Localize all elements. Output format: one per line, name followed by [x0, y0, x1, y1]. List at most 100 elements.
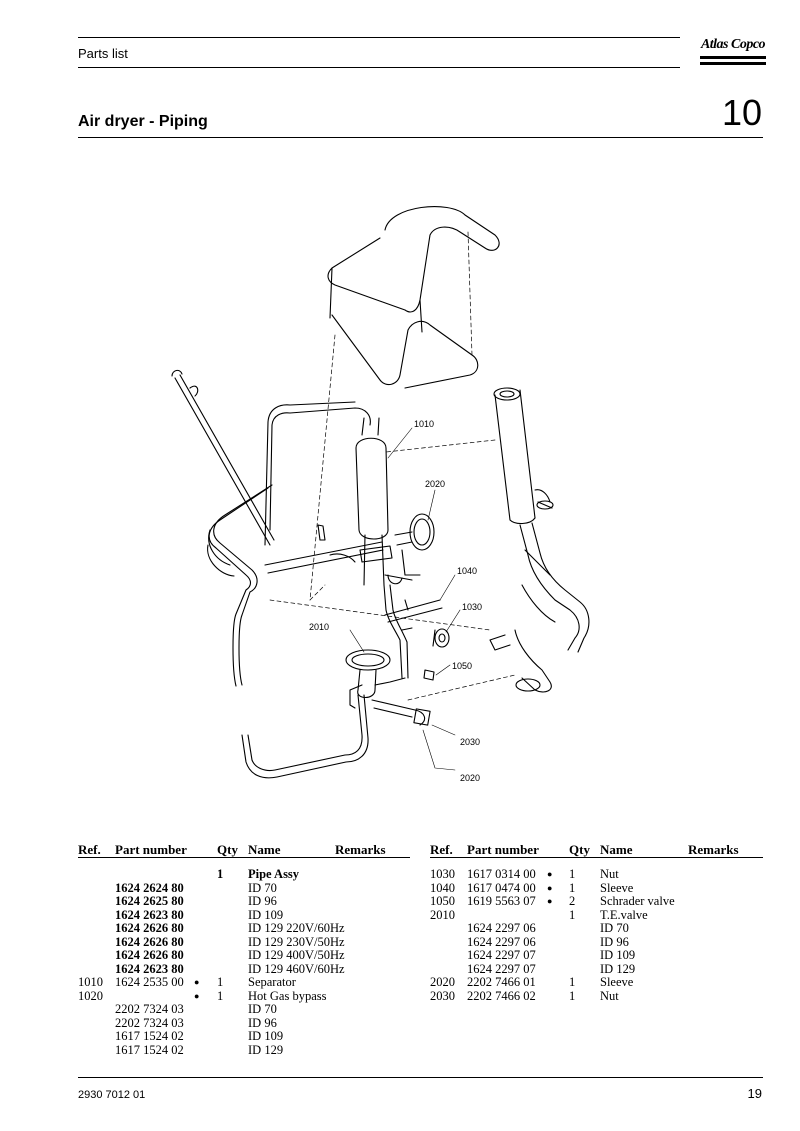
callout-1050: 1050 [452, 661, 472, 671]
left-header-name: Name [248, 842, 281, 857]
name-cell: ID 129 [248, 1042, 284, 1057]
name-cell: Nut [600, 988, 619, 1003]
logo-text: Atlas Copco [700, 37, 766, 52]
name-cell: Schrader valve [600, 894, 675, 908]
callout-2030: 2030 [460, 737, 480, 747]
part-number-cell: 2202 7466 02 [467, 988, 536, 1003]
qty-cell: 1 [217, 975, 224, 989]
name-cell: ID 129 230V/50Hz [248, 934, 345, 949]
part-number-cell: 1624 2626 80 [115, 934, 184, 949]
left-header-qty: Qty [217, 842, 238, 857]
part-number-cell: 1624 2297 07 [467, 961, 536, 976]
page-number: 19 [747, 1086, 762, 1101]
left-header-part-number: Part number [115, 842, 187, 857]
part-number-cell: 1617 1524 02 [115, 1029, 184, 1043]
qty-cell: 1 [569, 975, 576, 989]
name-cell: ID 129 460V/60Hz [248, 961, 345, 976]
callout-1030: 1030 [462, 602, 482, 612]
name-cell: ID 96 [600, 934, 629, 949]
ref-cell: 1030 [430, 867, 455, 881]
bullet-cell: ● [194, 990, 200, 1001]
part-number-cell: 1624 2625 80 [115, 894, 184, 908]
part-number-cell: 1624 2535 00 [115, 975, 184, 989]
callout-1040: 1040 [457, 566, 477, 576]
part-number-cell: 1619 5563 07 [467, 894, 536, 908]
title-rule [78, 137, 763, 138]
left-header-ref: Ref. [78, 842, 101, 857]
name-cell: Sleeve [600, 880, 634, 895]
document-number: 2930 7012 01 [78, 1089, 146, 1101]
part-number-cell: 1624 2297 07 [467, 948, 536, 962]
bullet-cell: ● [547, 869, 553, 879]
part-number-cell: 1624 2297 06 [467, 921, 536, 935]
left-header-rule [78, 857, 410, 858]
part-number-cell: 1624 2626 80 [115, 921, 184, 935]
ref-cell: 1040 [430, 880, 455, 895]
ref-cell: 2010 [430, 907, 455, 922]
part-number-cell: 1617 1524 02 [115, 1042, 184, 1057]
right-header-qty: Qty [569, 842, 590, 857]
bullet-cell: ● [547, 882, 553, 893]
part-number-cell: 1617 0474 00 [467, 880, 536, 895]
atlas-copco-logo: Atlas Copco [700, 36, 766, 66]
callout-2020-upper: 2020 [425, 479, 445, 489]
qty-cell: 1 [569, 867, 576, 881]
right-header-part-number: Part number [467, 842, 539, 857]
section-label: Parts list [78, 46, 128, 61]
piping-exploded-drawing: 1010 2020 1040 1030 2010 1050 2030 2020 [171, 206, 590, 783]
part-number-cell: 1624 2297 06 [467, 934, 536, 949]
logo-bar [700, 62, 766, 65]
name-cell: ID 70 [248, 1002, 277, 1016]
footer-rule [78, 1077, 763, 1078]
logo-bar [700, 56, 766, 59]
name-cell: Separator [248, 975, 296, 989]
right-header-name: Name [600, 842, 633, 857]
part-number-cell: 1624 2624 80 [115, 880, 184, 895]
name-cell: ID 96 [248, 894, 277, 908]
qty-cell: 1 [217, 988, 224, 1003]
header-top-rule [78, 37, 680, 38]
name-cell: ID 109 [248, 1029, 284, 1043]
name-cell: ID 109 [600, 948, 636, 962]
name-cell: ID 129 [600, 961, 636, 976]
header-bottom-rule [78, 67, 680, 68]
name-cell: ID 70 [248, 880, 277, 895]
left-header-remarks: Remarks [335, 842, 386, 857]
name-cell: ID 96 [248, 1015, 277, 1030]
ref-cell: 1050 [430, 894, 455, 908]
ref-cell: 2030 [430, 988, 455, 1003]
part-number-cell: 2202 7324 03 [115, 1002, 184, 1016]
ref-cell: 1010 [78, 975, 103, 989]
ref-cell: 2020 [430, 975, 455, 989]
name-cell: ID 109 [248, 907, 284, 922]
page-title: Air dryer - Piping [78, 113, 208, 130]
right-header-rule [430, 857, 763, 858]
chapter-number: 10 [721, 92, 762, 133]
callout-2020-lower: 2020 [460, 773, 480, 783]
part-number-cell: 2202 7324 03 [115, 1015, 184, 1030]
qty-cell: 2 [569, 894, 576, 908]
name-cell: Nut [600, 867, 619, 881]
name-cell: Pipe Assy [248, 867, 300, 881]
qty-cell: 1 [217, 867, 224, 881]
ref-cell: 1020 [78, 988, 103, 1003]
qty-cell: 1 [569, 907, 576, 922]
qty-cell: 1 [569, 880, 576, 895]
bullet-cell: ● [194, 977, 200, 987]
name-cell: ID 129 220V/60Hz [248, 921, 345, 935]
name-cell: Sleeve [600, 975, 634, 989]
part-number-cell: 1624 2623 80 [115, 961, 184, 976]
right-header-ref: Ref. [430, 842, 453, 857]
part-number-cell: 2202 7466 01 [467, 975, 536, 989]
name-cell: ID 70 [600, 921, 629, 935]
name-cell: T.E.valve [600, 907, 648, 922]
part-number-cell: 1624 2623 80 [115, 907, 184, 922]
qty-cell: 1 [569, 988, 576, 1003]
name-cell: ID 129 400V/50Hz [248, 948, 345, 962]
name-cell: Hot Gas bypass [248, 988, 327, 1003]
callout-1010: 1010 [414, 419, 434, 429]
part-number-cell: 1624 2626 80 [115, 948, 184, 962]
callout-2010: 2010 [309, 622, 329, 632]
part-number-cell: 1617 0314 00 [467, 867, 536, 881]
bullet-cell: ● [547, 896, 553, 906]
